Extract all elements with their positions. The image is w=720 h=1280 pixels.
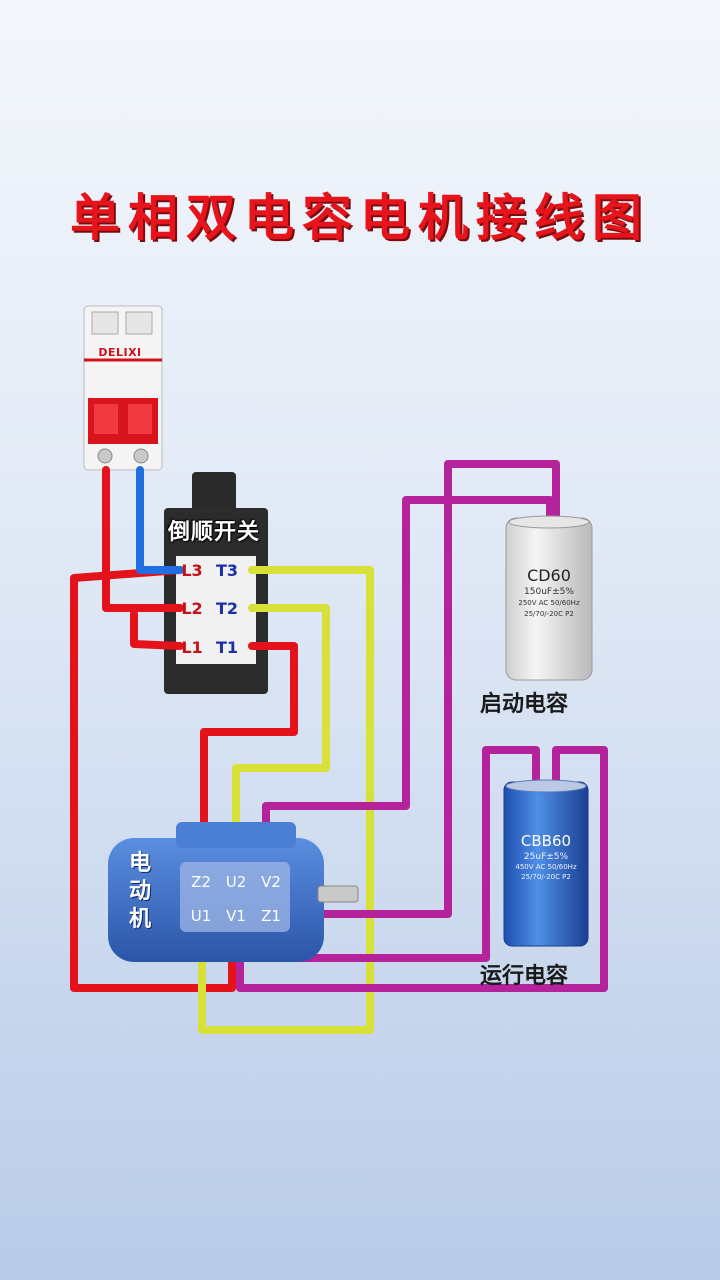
start-cap-spec-1: 150uF±5% — [524, 587, 574, 597]
motor-terminal-v2: V2 — [261, 873, 281, 891]
start-cap-label: 启动电容 — [480, 692, 569, 717]
motor-label: 电动机 — [128, 851, 151, 932]
terminal-t1: T1 — [215, 638, 239, 657]
run-cap-spec-2: 450V AC 50/60Hz — [515, 863, 577, 871]
blue-wire-breaker-to-l3 — [136, 466, 184, 574]
start-cap-spec-2: 250V AC 50/60Hz — [518, 599, 580, 607]
terminal-t3: T3 — [215, 561, 239, 580]
yellow-wire-t2-to-u2 — [232, 604, 330, 874]
yellow-wire-t3-to-u1 — [198, 566, 374, 1034]
magenta-wire-z1-to-start-cap — [302, 460, 560, 918]
circuit-breaker — [83, 305, 163, 471]
terminal-t2: T2 — [215, 599, 239, 618]
red-wire-l3-loop — [70, 566, 236, 992]
motor-terminal-z2: Z2 — [191, 873, 211, 891]
red-wire-t1-to-z2 — [200, 642, 298, 874]
red-wire-breaker-to-l2 — [102, 466, 184, 612]
run-cap-spec-3: 25/70/-20C P2 — [521, 873, 571, 881]
breaker-brand: DELIXI — [98, 346, 142, 359]
run-cap-spec-1: 25uF±5% — [523, 852, 569, 862]
magenta-wire-v2-to-start-cap — [262, 496, 554, 874]
run-cap-model: CBB60 — [520, 832, 572, 850]
reversing-switch — [164, 472, 268, 694]
start-cap-spec-3: 25/70/-20C P2 — [524, 610, 574, 618]
motor — [108, 822, 359, 962]
page-title: 单相双电容电机接线图 — [70, 188, 650, 247]
terminal-l1: L1 — [181, 638, 203, 657]
motor-terminal-u2: U2 — [225, 873, 247, 891]
motor-terminal-z1: Z1 — [261, 907, 281, 925]
terminal-l3: L3 — [181, 561, 203, 580]
start-capacitor — [505, 515, 593, 681]
start-cap-model: CD60 — [527, 566, 571, 585]
switch-title: 倒顺开关 — [167, 520, 260, 545]
red-wire-l1-loop — [130, 610, 184, 650]
run-cap-label: 运行电容 — [480, 964, 569, 989]
magenta-wire-v1-to-run-cap — [236, 746, 608, 992]
motor-terminal-u1: U1 — [190, 907, 212, 925]
run-capacitor — [503, 779, 589, 947]
motor-terminal-v1: V1 — [226, 907, 246, 925]
terminal-l2: L2 — [181, 599, 203, 618]
